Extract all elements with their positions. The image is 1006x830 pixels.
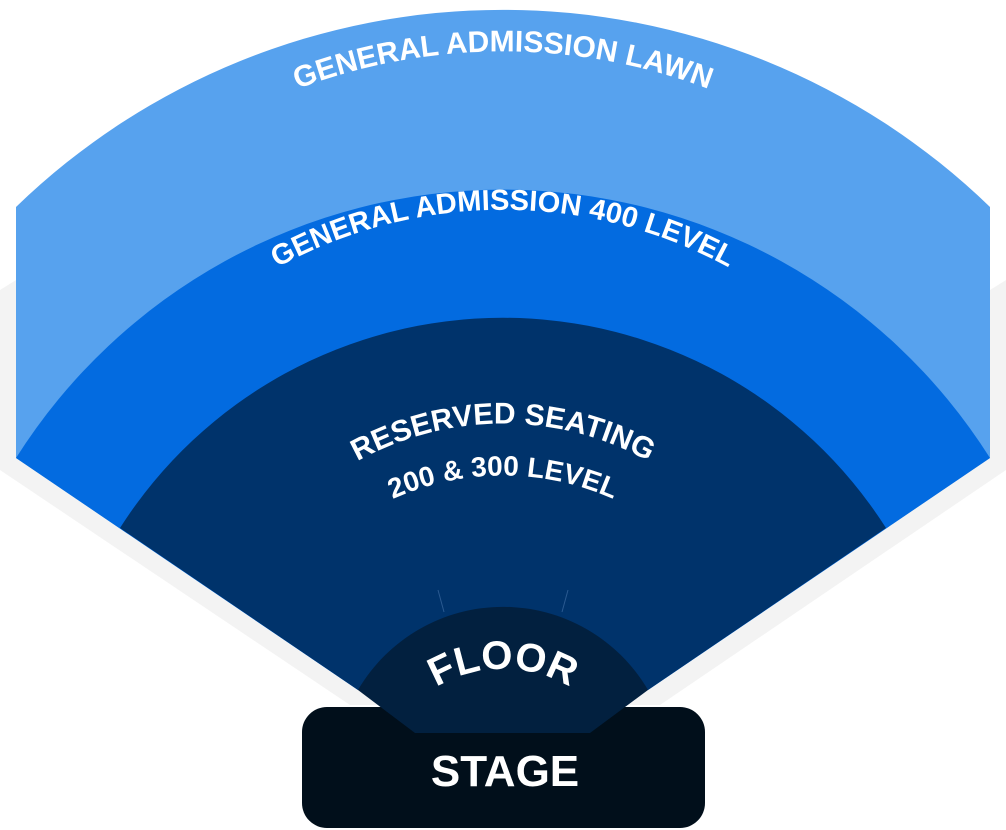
divider-line [437,589,445,613]
divider-line [561,589,569,613]
stage [302,707,705,828]
section-floor[interactable] [358,606,648,733]
stage-label: STAGE [431,747,579,796]
section-reserved[interactable] [120,317,886,690]
